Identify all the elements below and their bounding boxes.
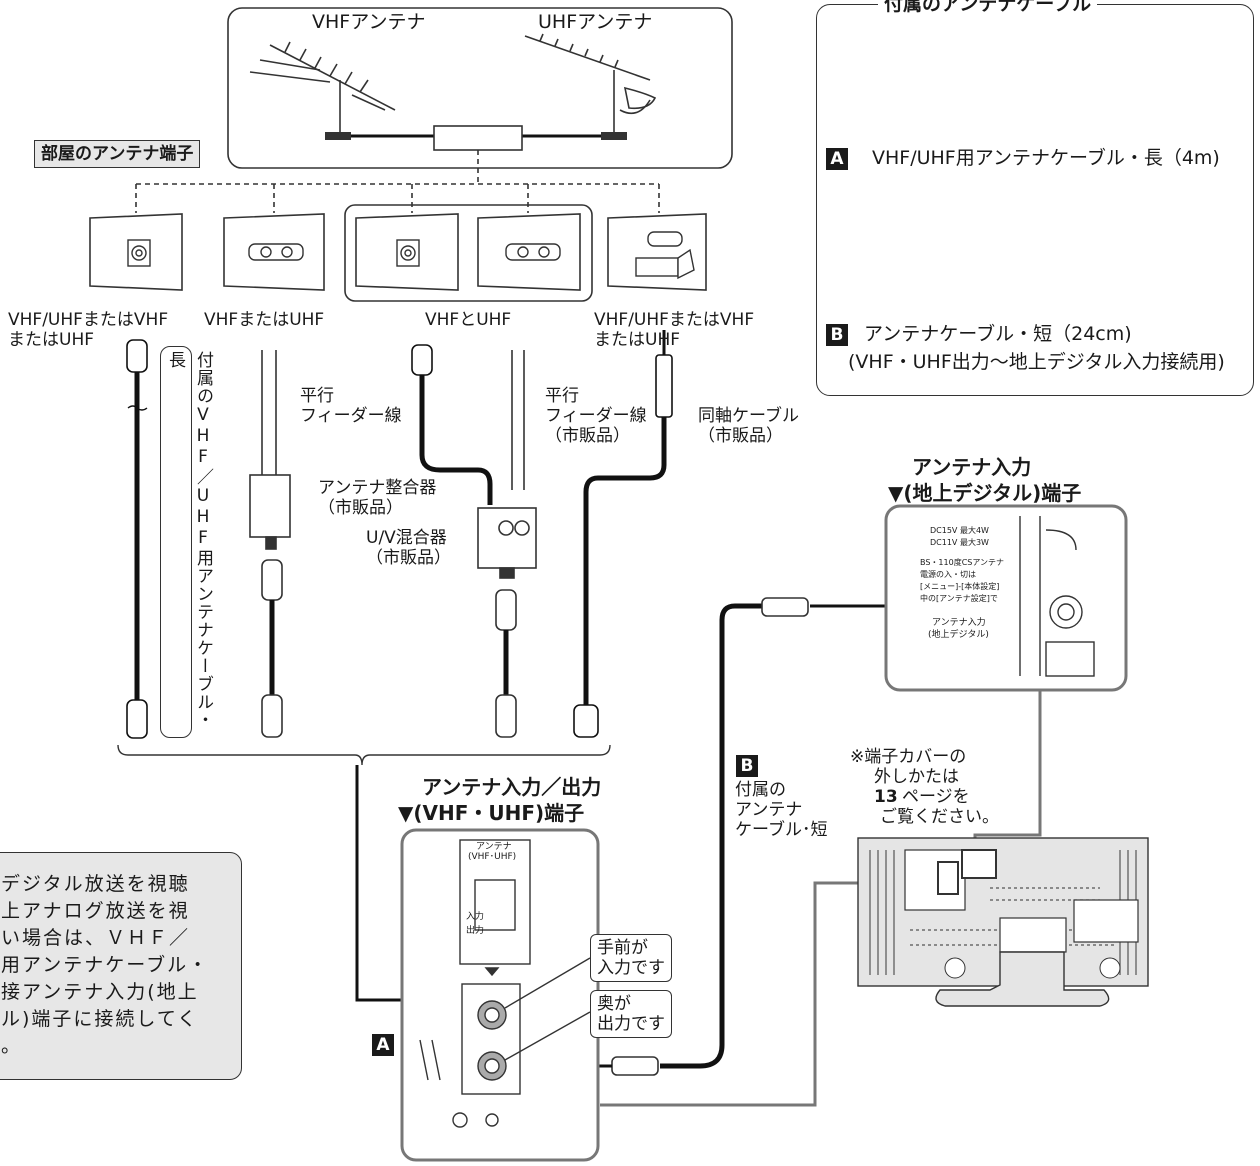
tag-b-cable: B: [736, 755, 758, 777]
tv-rear-icon: [857, 837, 1149, 1007]
panel-label-terrestrial: (地上デジタル): [928, 630, 989, 640]
cover-note-2: 外しかたは: [874, 767, 959, 787]
supplied-cables-box: [816, 4, 1254, 396]
cable-b-note: 付属の アンテナ ケーブル･短: [735, 780, 828, 840]
uhf-antenna-icon: [524, 33, 657, 132]
coax-label: 同軸ケーブル （市販品）: [698, 406, 799, 446]
cable-2: [249, 350, 291, 738]
tag-a-bottom: A: [372, 1034, 394, 1056]
panel-label-antenna: アンテナ: [476, 842, 512, 852]
uhf-mount: [601, 132, 627, 140]
cover-note-4: ご覧ください。: [880, 807, 999, 827]
room-terminal-label: 部屋のアンテナ端子: [34, 140, 201, 168]
output-callout: 奥が 出力です: [590, 990, 672, 1038]
cable-3: [411, 344, 493, 505]
panel-label-menu: [メニュー]-[本体設定]: [920, 582, 1000, 591]
panel-label-vhfuhf: (VHF･UHF): [468, 852, 517, 862]
cover-note-3: ページを: [902, 787, 970, 807]
cable-4: [477, 350, 537, 738]
digital-terminal-title-2: ▼(地上デジタル)端子: [888, 481, 1082, 505]
panel-label-setting: 中の[アンテナ設定]で: [920, 594, 998, 603]
supplied-cables-title: 付属のアンテナケーブル: [878, 0, 1098, 16]
panel-label-ant-in: アンテナ入力: [932, 618, 986, 628]
outlet-type-2: VHFまたはUHF: [204, 310, 325, 330]
analog-note-box: デジタル放送を視聴 上アナログ放送を視 い場合は、ＶＨＦ／ 用アンテナケーブル・…: [0, 852, 242, 1080]
feeder-label-2: 平行 フィーダー線 （市販品）: [545, 386, 647, 446]
vhf-antenna-label: VHFアンテナ: [312, 11, 426, 33]
vhfuhf-terminal-title-2: ▼(VHF・UHF)端子: [398, 801, 585, 825]
vhf-mount: [325, 132, 351, 140]
cable-long-vertical-label: 付属のVHF／UHF用アンテナケーブル・長: [160, 346, 213, 738]
vhf-uhf-group: [344, 204, 593, 302]
panel-label-dc15: DC15V 最大4W: [930, 526, 989, 535]
panel-label-in: 入力: [466, 912, 485, 922]
cover-note-page: 13: [874, 787, 898, 807]
cable-b-label: アンテナケーブル・短（24cm): [864, 323, 1132, 345]
panel-label-power: 電源の入・切は: [920, 570, 976, 579]
vhfuhf-terminal-title-1: アンテナ入力／出力: [422, 775, 602, 799]
cable-b-sublabel: (VHF・UHF出力〜地上デジタル入力接続用): [848, 351, 1225, 373]
cable-5: [573, 330, 673, 738]
mixer-box-top: [433, 125, 523, 151]
digital-terminal-title-1: アンテナ入力: [912, 455, 1032, 479]
feeder-label-1: 平行 フィーダー線: [300, 386, 402, 426]
tag-a: A: [826, 148, 848, 170]
cable-a-label: VHF/UHF用アンテナケーブル・長（4m): [872, 147, 1220, 169]
input-callout: 手前が 入力です: [590, 934, 672, 982]
panel-label-bs: BS・110度CSアンテナ: [920, 558, 1005, 567]
mixer-label: U/V混合器 （市販品）: [366, 528, 451, 568]
cover-note-1: ※端子カバーの: [850, 747, 967, 767]
panel-label-dc11: DC11V 最大3W: [930, 538, 989, 547]
outlet-type-4: VHF/UHFまたはVHF またはUHF: [594, 310, 755, 350]
outlet-type-1: VHF/UHFまたはVHF またはUHF: [8, 310, 169, 350]
analog-note-text: デジタル放送を視聴 上アナログ放送を視 い場合は、ＶＨＦ／ 用アンテナケーブル・…: [1, 873, 210, 1057]
panel-label-out: 出力: [466, 926, 485, 936]
vhf-antenna-icon: [249, 41, 396, 132]
uhf-antenna-label: UHFアンテナ: [538, 11, 653, 33]
matcher-label: アンテナ整合器 （市販品）: [318, 478, 437, 518]
cable-1: [126, 339, 148, 739]
antenna-box: [227, 7, 733, 169]
outlet-type-3: VHFとUHF: [425, 310, 512, 330]
tag-b: B: [826, 324, 848, 346]
